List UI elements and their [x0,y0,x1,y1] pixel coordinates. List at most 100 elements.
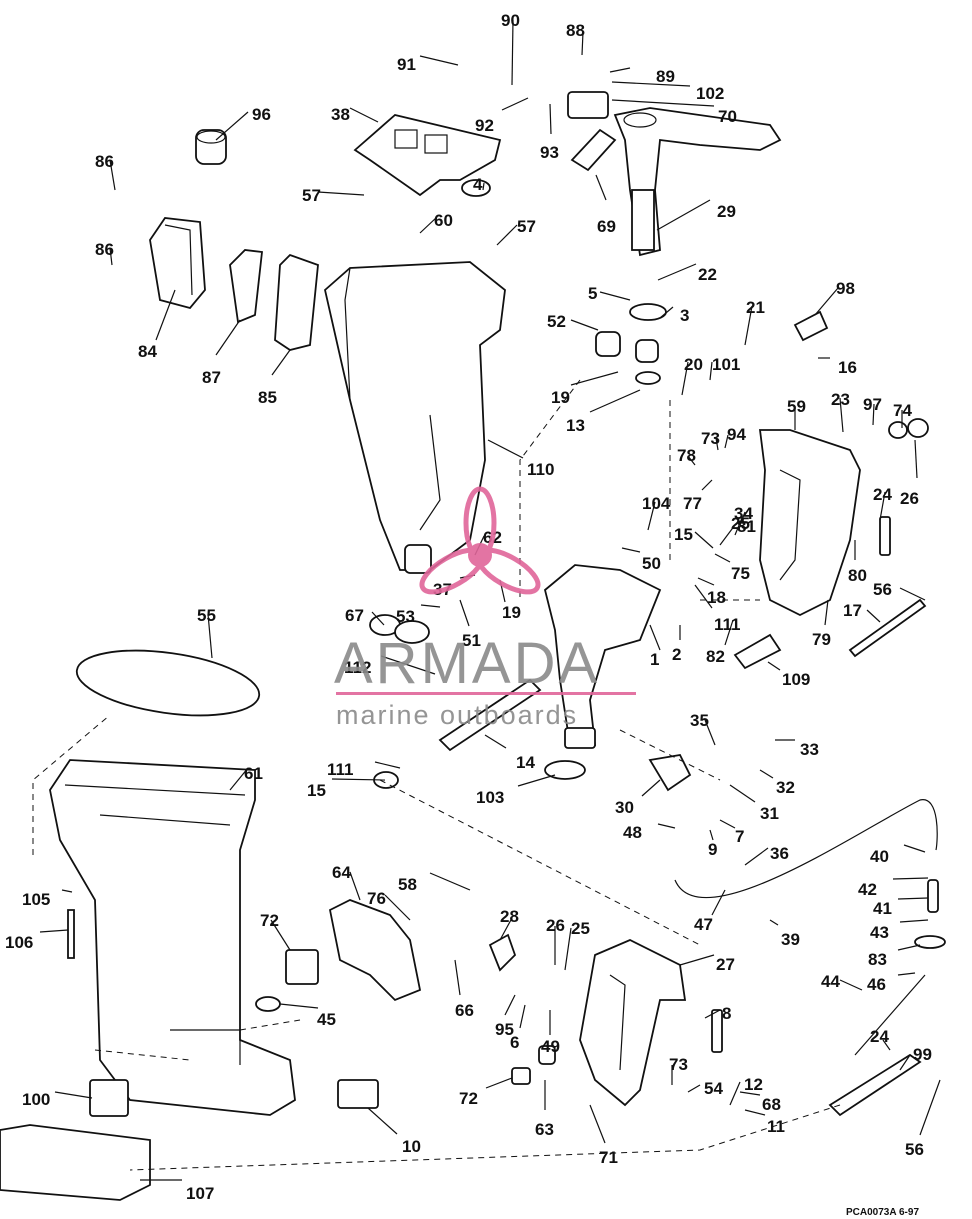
watermark-tagline: marine outboards [336,700,578,730]
callout-number: 89 [656,67,675,86]
callout-number: 53 [396,607,415,626]
leader-line [659,306,674,319]
leader-line [504,994,516,1016]
leader-line [621,547,641,553]
callout-number: 17 [843,601,862,620]
callout-number: 35 [690,711,709,730]
leader-line [697,577,715,586]
callout-number: 41 [873,899,892,918]
callout-number: 40 [870,847,889,866]
callout-number: 109 [782,670,810,689]
leader-line [767,661,781,671]
leader-line [380,655,436,675]
leader-line [709,361,713,381]
leader-line [54,1091,93,1099]
leader-line [724,434,729,449]
leader-line [824,599,829,626]
callout-number: 43 [870,923,889,942]
callout-number: 66 [455,1001,474,1020]
callout-number: 23 [831,390,850,409]
callout-number: 34 [734,504,753,523]
plate-99-part [828,1053,922,1117]
leader-line [517,774,556,787]
callout-number: 55 [197,606,216,625]
callout-number: 56 [905,1140,924,1159]
leader-line [549,103,552,135]
callout-number: 47 [694,915,713,934]
leader-line [704,1009,721,1019]
callout-number: 45 [317,1010,336,1029]
leader-line [647,501,656,531]
callout-number: 33 [800,740,819,759]
leader-line [739,511,746,526]
callout-number: 56 [873,580,892,599]
tube-14-part [438,678,542,752]
callout-number: 15 [674,525,693,544]
watermark-brand: ARMADA [334,631,600,696]
callout-number: 64 [332,863,351,882]
callout-number: 99 [913,1045,932,1064]
leader-line [729,1081,741,1106]
callout-number: 12 [744,1075,763,1094]
callout-number: 5 [588,284,597,303]
callout-number: 6 [510,1033,519,1052]
callout-number: 29 [717,202,736,221]
leader-line [709,829,714,841]
callout-number: 69 [597,217,616,236]
callout-number: 39 [781,930,800,949]
bracket-64-part [328,899,422,1002]
leader-line [429,872,471,891]
watermark-underline [336,692,636,695]
callout-number: 84 [138,342,157,361]
rod-44-part [854,974,926,1056]
callout-number: 16 [838,358,857,377]
callout-number: 26 [900,489,919,508]
callout-number: 25 [571,919,590,938]
mount-cover-part [149,217,206,310]
leader-line [903,844,926,853]
leader-line [499,917,513,941]
gasket-85-part [274,253,319,351]
leader-line [899,919,929,923]
leader-line [744,305,753,346]
swivel-bracket-part [758,429,861,617]
leader-line [866,609,881,623]
leader-line [570,319,599,331]
leader-line [914,439,918,479]
leader-line [459,599,470,627]
leader-line [349,107,379,123]
callout-number: 15 [307,781,326,800]
leader-line [734,517,743,536]
lower-housing-part [49,759,296,1116]
callout-number: 82 [706,647,725,666]
callout-number: 13 [566,416,585,435]
pad-71-part [337,1079,379,1109]
leader-line [595,174,607,201]
block-70-part [567,91,609,119]
leader-line [899,1054,911,1071]
leader-line [215,111,249,141]
leader-line [711,889,726,916]
callout-number: 7 [735,827,744,846]
leader-line [511,19,514,86]
callout-number: 85 [258,388,277,407]
leader-line [589,1104,606,1144]
callout-number: 63 [535,1120,554,1139]
steering-arm-part [613,107,782,257]
callout-number: 30 [615,798,634,817]
leader-line [501,97,529,111]
callout-number: 25 [731,514,750,533]
leader-line [649,624,661,651]
leader-line [331,778,386,781]
leader-line [657,823,676,829]
leader-line [724,619,734,646]
exhaust-housing-part [324,261,506,574]
leader-line [599,291,631,301]
callout-number: 57 [302,186,321,205]
callout-number: 97 [863,395,882,414]
callout-number: 48 [623,823,642,842]
seal-69-part [570,128,617,172]
leader-lines [39,19,941,1181]
leader-line [839,397,844,433]
leader-line [872,403,875,426]
